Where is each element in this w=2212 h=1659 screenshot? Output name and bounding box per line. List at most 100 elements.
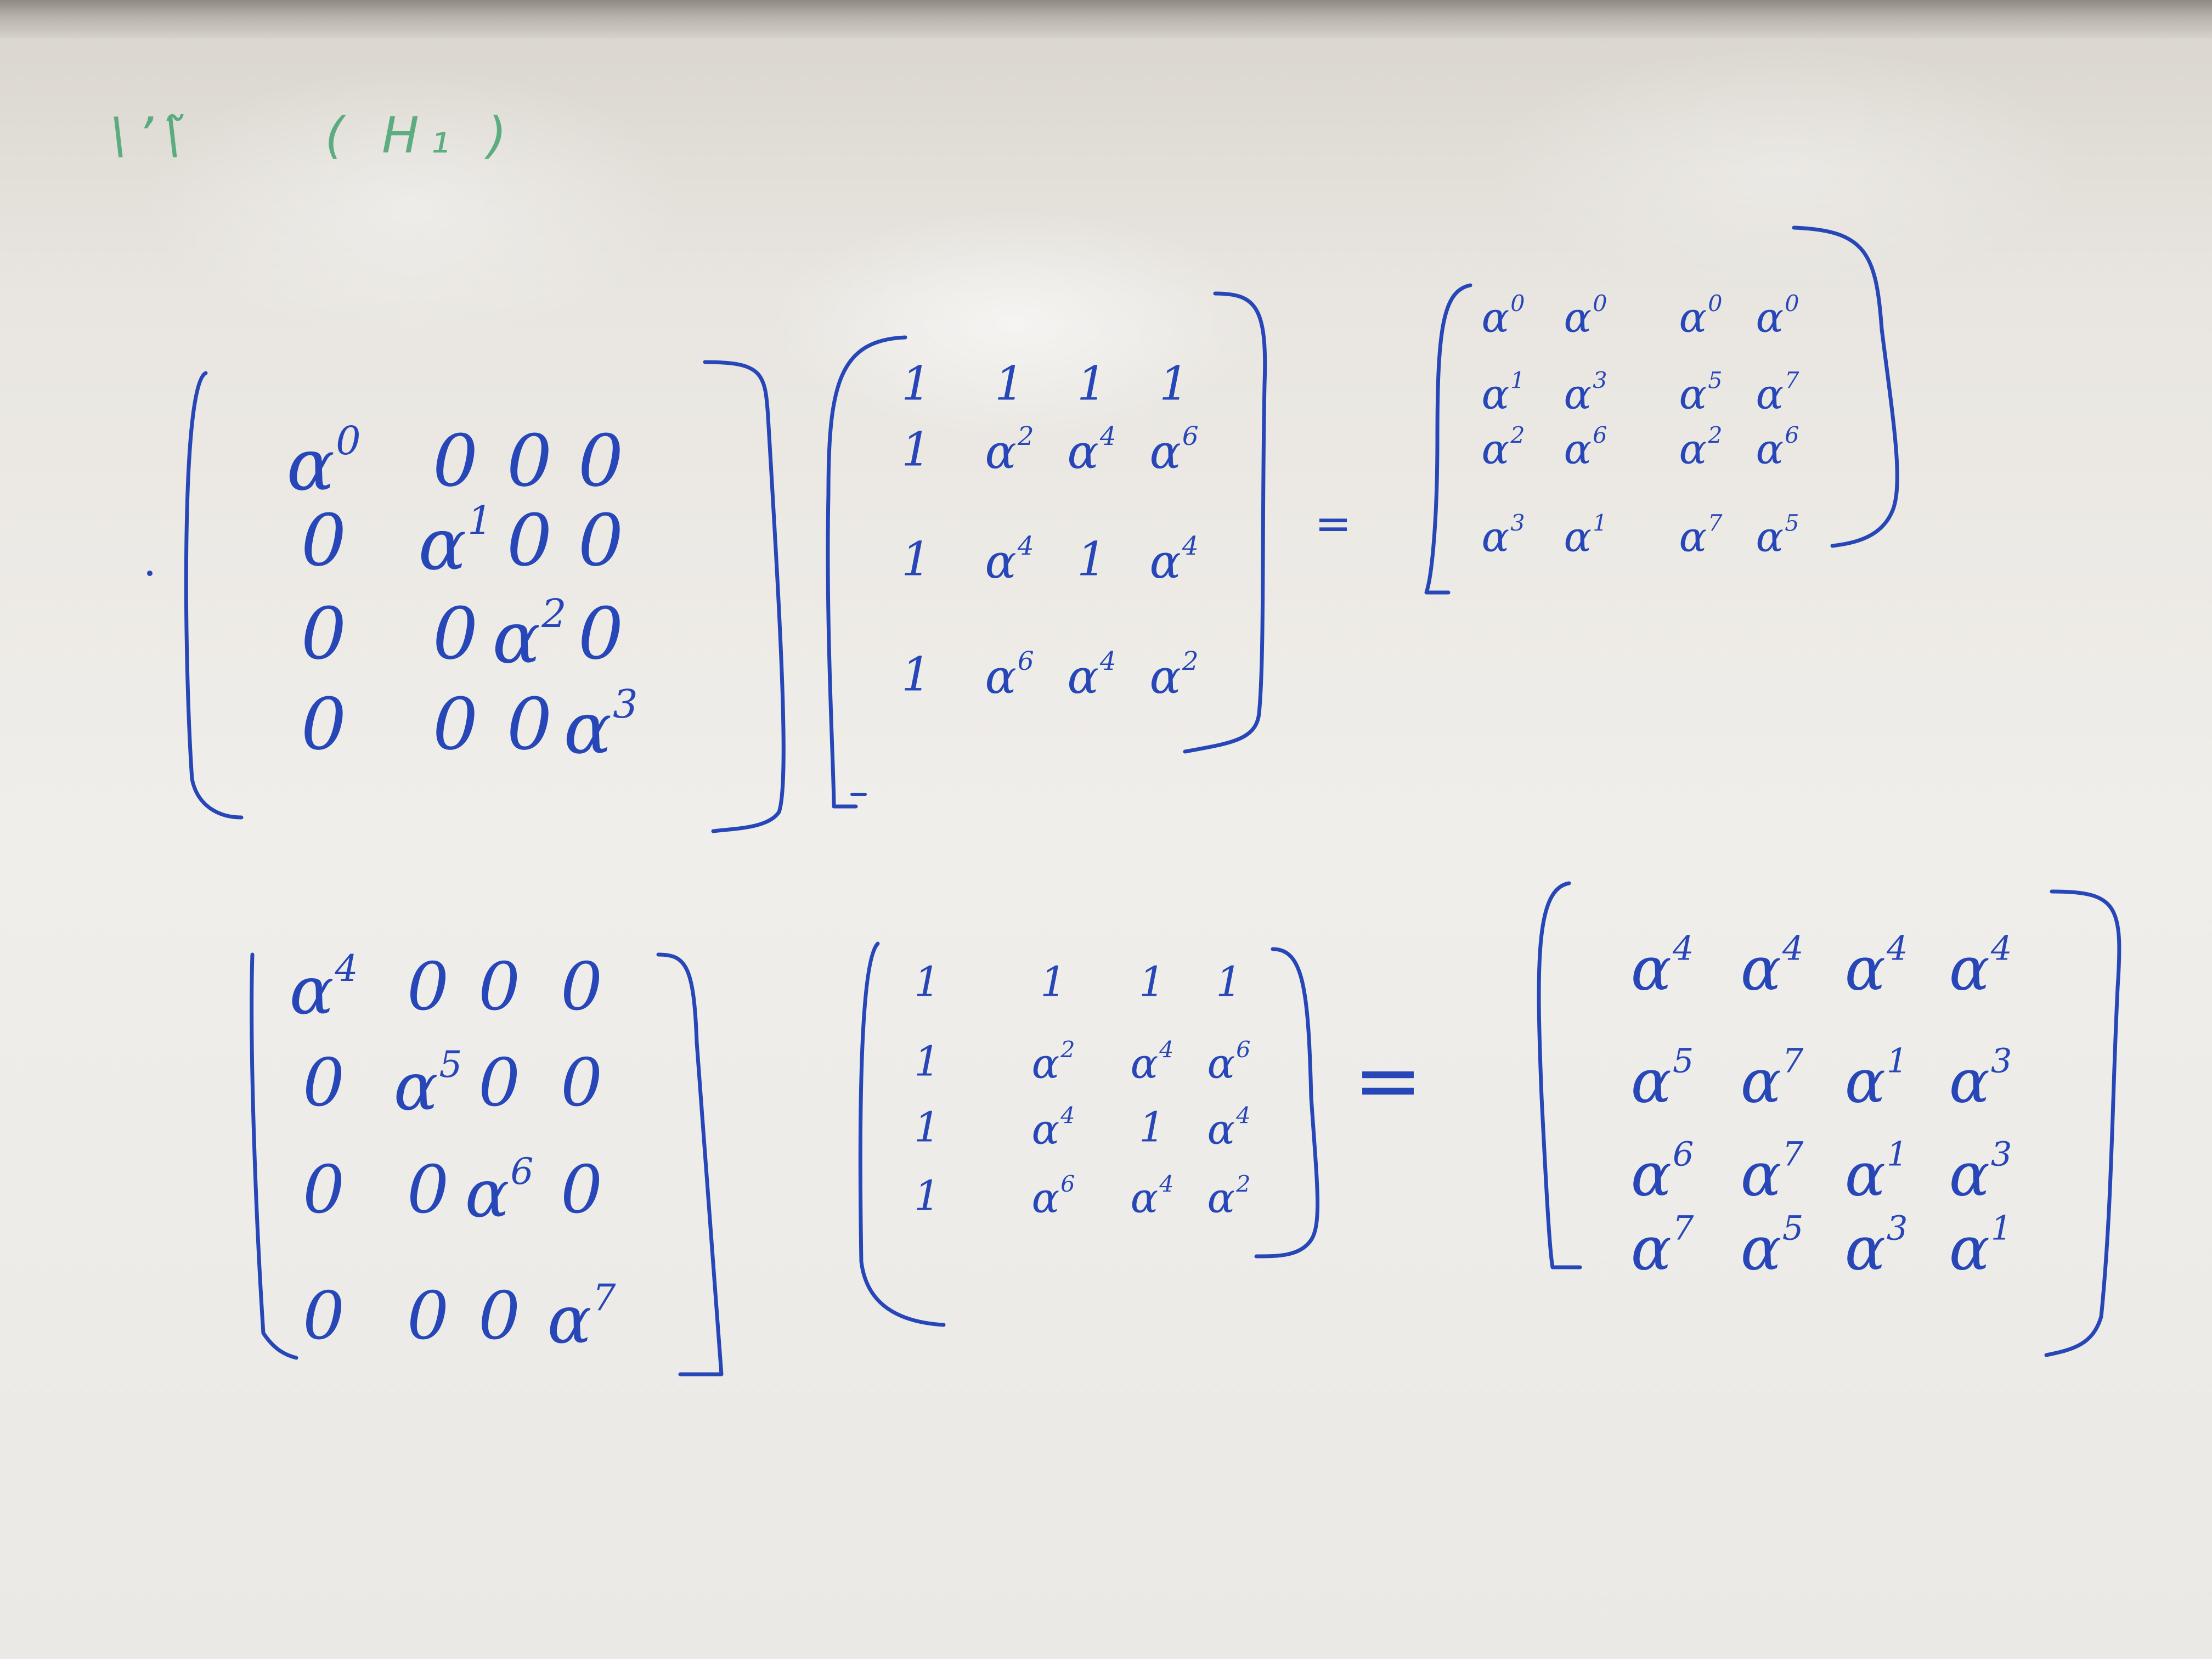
entry-text: 0	[407, 1152, 449, 1228]
entry-text: 0	[407, 1278, 449, 1355]
entry-text: α2	[1149, 646, 1199, 705]
entry-text: α4	[1149, 531, 1199, 590]
entry-text: α1	[1844, 1042, 1908, 1116]
entry-text: 1	[901, 532, 932, 587]
entry-text: α6	[465, 1150, 534, 1233]
entry-text: α5	[1679, 367, 1723, 419]
entry-text: α0	[1564, 290, 1607, 342]
entry-text: 0	[560, 1045, 603, 1121]
entry-text: α7	[1740, 1135, 1804, 1210]
entry-text: 0	[578, 499, 624, 582]
entry-text: α7	[1630, 1209, 1694, 1284]
entry-text: α4	[985, 531, 1034, 590]
entry-text: α7	[1740, 1042, 1804, 1116]
entry-text: α4	[1949, 929, 2012, 1004]
bracket-left	[858, 941, 946, 1327]
entry-text: 0	[302, 1278, 345, 1355]
entry-text: 0	[301, 682, 347, 766]
entry-text: α6	[1149, 421, 1199, 480]
entry-text: 1	[901, 647, 932, 702]
entry-text: 1	[914, 1103, 940, 1152]
entry-text: α6	[1756, 422, 1799, 473]
entry-text: α6	[1031, 1171, 1075, 1222]
entry-text: 0	[432, 592, 478, 675]
bracket-right	[1254, 947, 1320, 1259]
entry-text: α0	[1756, 290, 1799, 342]
entry-text: α3	[1564, 367, 1607, 419]
entry-text: 0	[560, 1152, 603, 1228]
entry-text: α2	[985, 421, 1034, 480]
entry-text: α3	[1844, 1209, 1908, 1284]
entry-text: α4	[289, 947, 358, 1030]
entry-text: 1	[914, 1037, 940, 1086]
entry-text: 0	[302, 1152, 345, 1228]
entry-text: α4	[1207, 1102, 1251, 1154]
equals-sign: =	[1314, 498, 1352, 549]
entry-text: α7	[547, 1276, 616, 1359]
entry-text: α5	[393, 1043, 462, 1126]
entry-text: α4	[1130, 1036, 1174, 1088]
bracket-left	[184, 371, 244, 820]
entry-text: α4	[1630, 929, 1694, 1004]
entry-text: α1	[1949, 1209, 2012, 1284]
entry-text: 0	[578, 419, 624, 503]
entry-text: 0	[301, 592, 347, 675]
entry-text: α1	[418, 497, 493, 586]
entry-text: α3	[1949, 1135, 2012, 1210]
entry-text: 1	[1139, 957, 1165, 1006]
entry-text: α2	[492, 590, 567, 680]
entry-text: 0	[478, 949, 521, 1025]
stray-mark	[850, 793, 867, 796]
entry-text: α5	[1756, 510, 1799, 561]
entry-text: α2	[1679, 422, 1723, 473]
entry-text: 0	[560, 949, 603, 1025]
entry-text: 1	[901, 422, 932, 477]
entry-text: 0	[301, 499, 347, 582]
light-glare	[768, 208, 1262, 439]
entry-text: α7	[1679, 510, 1723, 561]
entry-text: α0	[286, 417, 361, 507]
bracket-right	[1792, 225, 1899, 548]
equals-sign: =	[1353, 1033, 1423, 1128]
entry-text: 0	[432, 682, 478, 766]
stray-mark	[147, 571, 153, 576]
entry-text: α1	[1481, 367, 1525, 419]
entry-text: α4	[1031, 1102, 1075, 1154]
entry-text: 1	[1076, 532, 1107, 587]
entry-text: 0	[506, 499, 552, 582]
bracket-right	[2044, 889, 2121, 1357]
bracket-left	[1537, 881, 1582, 1269]
entry-text: 1	[914, 1171, 940, 1220]
entry-text: α2	[1207, 1171, 1251, 1222]
entry-text: 0	[578, 592, 624, 675]
entry-text: α6	[1564, 422, 1607, 473]
entry-text: α0	[1481, 290, 1525, 342]
entry-text: 0	[478, 1045, 521, 1121]
entry-text: 0	[432, 419, 478, 503]
entry-text: α5	[1630, 1042, 1694, 1116]
entry-text: α4	[1740, 929, 1804, 1004]
entry-text: α5	[1740, 1209, 1804, 1284]
entry-text: 1	[994, 357, 1025, 411]
bracket-left	[826, 335, 907, 809]
entry-text: 0	[506, 682, 552, 766]
bracket-left	[250, 952, 298, 1360]
entry-text: α4	[1130, 1171, 1174, 1222]
light-glare	[1481, 44, 2085, 291]
entry-text: 1	[901, 357, 932, 411]
entry-text: 0	[407, 949, 449, 1025]
entry-text: α3	[1481, 510, 1525, 561]
entry-text: α6	[985, 646, 1034, 705]
entry-text: 1	[1040, 957, 1066, 1006]
entry-text: α4	[1844, 929, 1908, 1004]
entry-text: 0	[302, 1045, 345, 1121]
bracket-left	[1424, 283, 1472, 595]
entry-text: 1	[1216, 957, 1242, 1006]
entry-text: α1	[1844, 1135, 1908, 1210]
entry-text: α6	[1630, 1135, 1694, 1210]
entry-text: 1	[1159, 357, 1189, 411]
entry-text: α2	[1481, 422, 1525, 473]
entry-text: α2	[1031, 1036, 1075, 1088]
light-glare	[137, 66, 686, 340]
